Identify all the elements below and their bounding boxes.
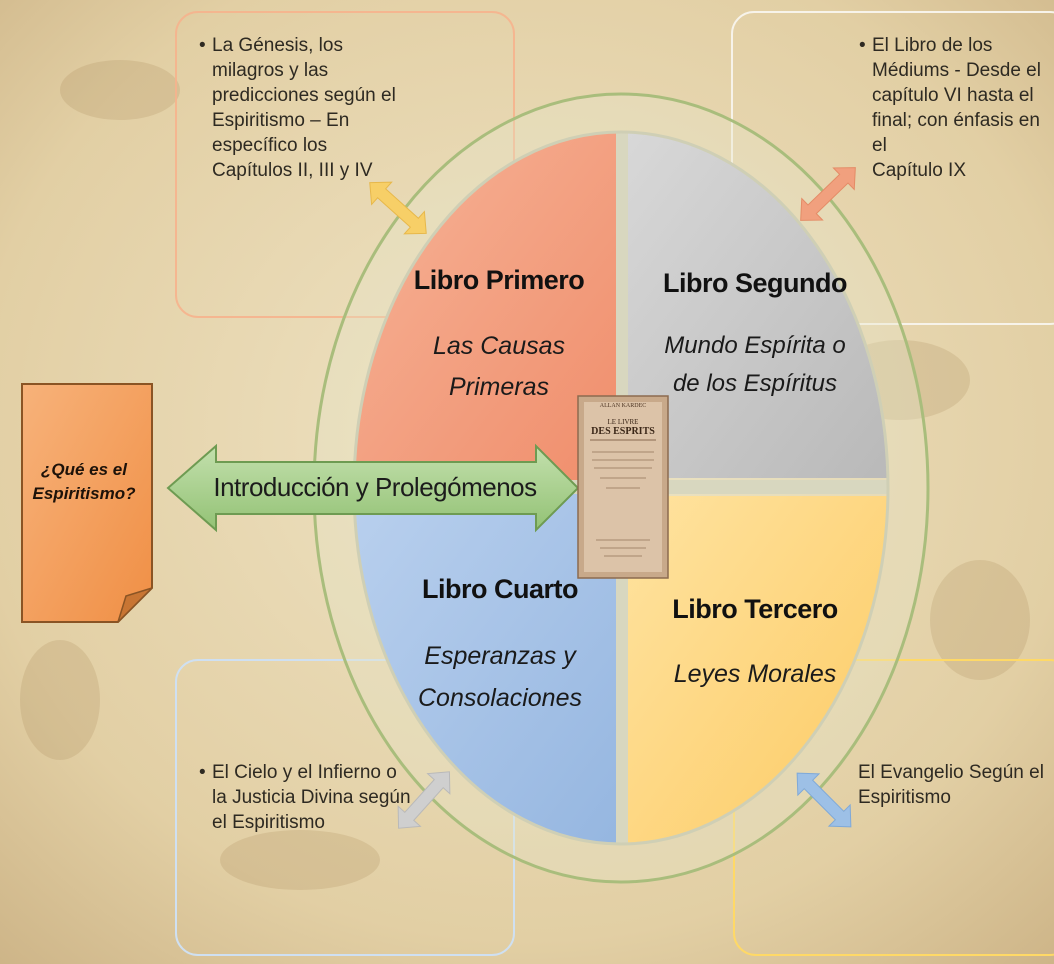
sticky-note-line1: ¿Qué es el xyxy=(41,460,127,479)
book4-title: Libro Cuarto xyxy=(422,574,579,604)
note-top-left-line: La Génesis, los xyxy=(199,33,438,58)
note-top-left: La Génesis, los milagros y las prediccio… xyxy=(198,33,438,183)
note-top-right: El Libro de los Médiums - Desde el capít… xyxy=(858,33,1054,183)
note-bottom-right-line: El Evangelio Según el xyxy=(858,762,1044,783)
book1-title: Libro Primero xyxy=(413,265,585,295)
book4-subtitle-line1: Esperanzas y xyxy=(424,642,576,670)
note-top-right-line: Médiums - Desde el xyxy=(872,60,1041,81)
center-arrow-label: Introducción y Prolegómenos xyxy=(213,472,537,502)
sticky-note-line2: Espiritismo? xyxy=(32,484,136,503)
book-cover-small-title: LE LIVRE xyxy=(607,418,639,426)
note-top-right-line: capítulo VI hasta el xyxy=(872,85,1034,106)
note-bottom-left-line: El Cielo y el Infierno o xyxy=(199,760,438,785)
note-bottom-right: El Evangelio Según el Espiritismo xyxy=(858,760,1054,810)
note-top-left-line: específico los xyxy=(212,135,328,156)
book1-subtitle-line1: Las Causas xyxy=(432,332,566,360)
note-top-left-line: Espiritismo – En xyxy=(212,110,350,131)
book4-subtitle-line2: Consolaciones xyxy=(418,684,582,712)
book1-subtitle-line2: Primeras xyxy=(448,373,549,401)
note-bottom-left-line: el Espiritismo xyxy=(212,812,325,833)
note-top-left-line: Capítulos II, III y IV xyxy=(212,160,373,181)
sticky-note-label: ¿Qué es el Espiritismo? xyxy=(24,458,144,506)
note-bottom-left: El Cielo y el Infierno o la Justicia Div… xyxy=(198,760,438,835)
book2-subtitle-line1: Mundo Espírita o xyxy=(664,332,846,359)
note-top-right-line: Capítulo IX xyxy=(872,160,966,181)
note-top-right-line: El Libro de los xyxy=(859,33,1054,58)
book3-subtitle-line1: Leyes Morales xyxy=(673,660,837,688)
book-cover-big-title: DES ESPRITS xyxy=(591,426,655,437)
book3-title: Libro Tercero xyxy=(672,594,838,624)
double-arrow-bottom-left xyxy=(397,771,451,829)
book-cover-image xyxy=(577,395,669,579)
book2-title: Libro Segundo xyxy=(663,268,847,298)
note-bottom-left-line: la Justicia Divina según xyxy=(212,787,411,808)
double-arrow-bottom-right xyxy=(796,772,852,828)
note-bottom-right-line: Espiritismo xyxy=(858,787,951,808)
sticky-note xyxy=(21,383,153,623)
book-cover-header: ALLAN KARDEC xyxy=(599,403,647,409)
book2-subtitle-line2: de los Espíritus xyxy=(672,370,838,397)
double-arrow-top-left xyxy=(369,181,427,235)
note-top-right-line: final; con énfasis en el xyxy=(872,110,1040,156)
double-arrow-top-right xyxy=(800,167,856,221)
note-top-left-line: milagros y las xyxy=(212,60,329,81)
note-top-left-line: predicciones según el xyxy=(212,85,396,106)
